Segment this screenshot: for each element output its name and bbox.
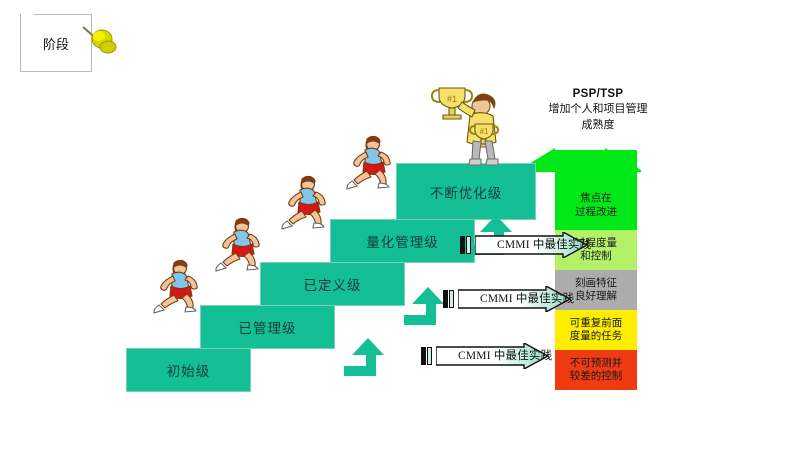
- note-folded-corner: [20, 13, 36, 29]
- maturity-box-5-line1: 焦点在: [580, 192, 612, 205]
- maturity-box-2-line1: 可重复前面: [569, 316, 623, 329]
- stage-note-card: [20, 14, 92, 72]
- maturity-box-3-line1: 刻画特征: [575, 276, 617, 289]
- stair-step-5: 不断优化级: [396, 163, 536, 220]
- headline-title: PSP/TSP: [572, 88, 624, 100]
- cmmi-callout-2: CMMI 中最佳实践: [443, 286, 574, 312]
- note-label: 阶段: [42, 37, 69, 52]
- maturity-box-1-line2: 较差的控制: [569, 370, 623, 382]
- runner-icon-4: [338, 128, 398, 190]
- maturity-box-1-line1: 不可预测并: [569, 356, 623, 369]
- runner-icon-1: [145, 252, 205, 314]
- maturity-box-5: 焦点在 过程改进: [555, 181, 637, 230]
- pushpin-icon: [78, 22, 118, 62]
- maturity-box-2: 可重复前面 度量的任务: [555, 310, 637, 350]
- stair-step-2-label: 已管理级: [238, 321, 297, 336]
- cmmi-callout-1: CMMI 中最佳实践: [421, 343, 552, 369]
- maturity-box-3: 刻画特征 良好理解: [555, 270, 637, 310]
- maturity-box-2-line2: 度量的任务: [569, 330, 623, 342]
- stair-step-1-label: 初始级: [166, 364, 211, 379]
- stair-step-3: 已定义级: [260, 262, 405, 306]
- stair-step-3-label: 已定义级: [303, 278, 362, 293]
- cmmi-callout-3: CMMI 中最佳实践: [460, 232, 591, 258]
- runner-icon-3: [273, 168, 333, 230]
- stair-step-2: 已管理级: [200, 305, 335, 349]
- runner-icon-2: [207, 210, 267, 272]
- maturity-box-1: 不可预测并 较差的控制: [555, 350, 637, 390]
- stair-step-4-label: 量化管理级: [366, 235, 439, 250]
- riser-arrow-1-icon: [344, 338, 392, 376]
- cmmi-callout-3-bars-icon: [460, 236, 477, 255]
- svg-text:#1: #1: [447, 94, 457, 104]
- trophy-winner-icon: #1 #1: [425, 80, 517, 166]
- maturity-box-4-line2: 和控制: [580, 250, 612, 262]
- column-headline: PSP/TSP 增加个人和项目管理 成熟度: [500, 88, 696, 134]
- maturity-column-top-cap: [555, 150, 637, 181]
- riser-arrow-2-icon: [404, 287, 452, 325]
- cmmi-callout-1-label: CMMI 中最佳实践: [458, 350, 553, 362]
- maturity-box-3-line2: 良好理解: [575, 290, 617, 302]
- cmmi-callout-2-bars-icon: [443, 290, 460, 309]
- cmmi-callout-3-label: CMMI 中最佳实践: [497, 239, 592, 251]
- cmmi-callout-3-arrow-icon: CMMI 中最佳实践: [475, 232, 591, 258]
- cmmi-callout-2-arrow-icon: CMMI 中最佳实践: [458, 286, 574, 312]
- cmmi-callout-1-bars-icon: [421, 347, 438, 366]
- stair-step-1: 初始级: [126, 348, 251, 392]
- svg-text:#1: #1: [480, 127, 489, 136]
- headline-subtitle-line1: 增加个人和项目管理: [548, 103, 648, 115]
- stair-step-4: 量化管理级: [330, 219, 475, 263]
- cmmi-callout-2-label: CMMI 中最佳实践: [480, 293, 575, 305]
- stair-step-5-label: 不断优化级: [429, 185, 503, 201]
- maturity-box-5-line2: 过程改进: [575, 205, 617, 218]
- cmmi-callout-1-arrow-icon: CMMI 中最佳实践: [436, 343, 552, 369]
- headline-subtitle-line2: 成熟度: [581, 118, 615, 131]
